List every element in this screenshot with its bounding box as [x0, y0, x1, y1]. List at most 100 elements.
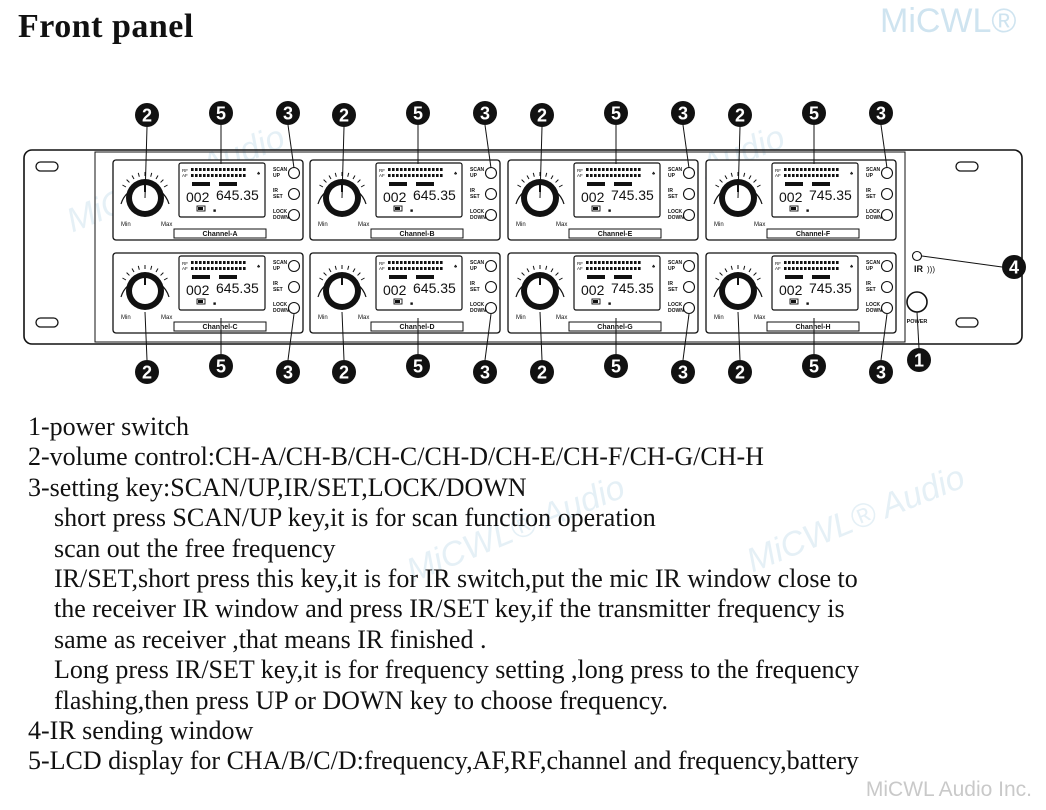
lcd-frequency: 645.35 — [413, 280, 456, 296]
af-meter-segment — [235, 174, 238, 177]
lock-down-button[interactable] — [880, 208, 894, 222]
scan-up-button[interactable] — [682, 259, 696, 273]
rf-meter-segment — [432, 168, 435, 171]
rf-meter-segment — [408, 261, 411, 264]
rf-meter-segment — [598, 261, 601, 264]
af-meter-segment — [618, 267, 621, 270]
rf-meter-segment — [796, 261, 799, 264]
volume-tick — [550, 268, 554, 273]
lcd-af-label: AF — [775, 266, 781, 271]
scan-up-button[interactable] — [484, 166, 498, 180]
af-meter-segment — [630, 267, 633, 270]
ir-set-button[interactable] — [880, 187, 894, 201]
af-meter-segment — [796, 174, 799, 177]
callout-lcd-label: 5 — [611, 104, 621, 124]
af-meter-segment — [219, 267, 222, 270]
battery-level — [593, 207, 598, 210]
lcd-channel-number: 002 — [779, 282, 803, 298]
volume-tick — [526, 268, 530, 273]
desc-line: 1-power switch — [28, 412, 190, 441]
af-meter-segment — [440, 174, 443, 177]
af-meter-segment — [836, 174, 839, 177]
battery-level — [791, 207, 796, 210]
lock-down-button[interactable] — [682, 208, 696, 222]
callout-volume — [728, 103, 752, 127]
rack-chassis: IR)))POWER — [23, 149, 1023, 345]
scan-up-button[interactable] — [287, 259, 301, 273]
ir-set-button[interactable] — [682, 280, 696, 294]
lock-down-button[interactable] — [484, 301, 498, 315]
rf-meter-segment — [594, 168, 597, 171]
volume-tick — [730, 265, 733, 270]
lock-down-button[interactable] — [880, 301, 894, 315]
lock-down-button[interactable] — [287, 208, 301, 222]
ir-set-button[interactable] — [484, 280, 498, 294]
af-meter-segment — [800, 267, 803, 270]
callout-keys-label: 3 — [283, 363, 293, 383]
scan-up-button[interactable] — [880, 166, 894, 180]
scan-up-button[interactable] — [880, 259, 894, 273]
key-label-top: SCAN — [273, 167, 288, 173]
rf-meter-segment — [235, 168, 238, 171]
rf-meter-segment — [432, 261, 435, 264]
volume-tick — [126, 272, 130, 276]
af-meter-segment — [598, 174, 601, 177]
rf-meter-segment — [424, 168, 427, 171]
ir-window — [911, 250, 923, 262]
lock-down-button[interactable] — [484, 208, 498, 222]
lcd-tag — [192, 275, 210, 279]
rf-meter-segment — [626, 261, 629, 264]
af-meter-segment — [408, 174, 411, 177]
key-label-top: LOCK — [866, 302, 881, 308]
rf-meter-segment — [784, 261, 787, 264]
lcd-tag — [587, 275, 605, 279]
ir-set-button[interactable] — [682, 187, 696, 201]
af-meter-segment — [239, 267, 242, 270]
volume-tick — [323, 272, 327, 276]
callout-lcd-label: 5 — [611, 357, 621, 377]
rf-meter-segment — [610, 261, 613, 264]
af-meter-segment — [203, 174, 206, 177]
key-label-bottom: DOWN — [668, 308, 684, 314]
af-meter-segment — [195, 174, 198, 177]
callout-volume-label: 2 — [339, 363, 349, 383]
volume-min-label: Min — [714, 222, 724, 228]
volume-tick — [347, 265, 350, 270]
rf-meter-segment — [590, 261, 593, 264]
battery-icon — [393, 298, 403, 305]
rf-meter-segment — [424, 261, 427, 264]
af-meter-segment — [223, 267, 226, 270]
rf-meter-segment — [211, 261, 214, 264]
battery-level — [198, 207, 203, 210]
rf-meter-segment — [219, 261, 222, 264]
lock-down-button[interactable] — [287, 301, 301, 315]
description-list: 1-power switch 2-volume control:CH-A/CH-… — [28, 412, 859, 777]
af-meter-segment — [804, 267, 807, 270]
scan-up-button[interactable] — [682, 166, 696, 180]
rf-meter-segment — [428, 261, 431, 264]
lock-down-button[interactable] — [682, 301, 696, 315]
af-meter-segment — [396, 174, 399, 177]
power-button[interactable] — [906, 291, 928, 313]
battery-icon — [591, 205, 601, 212]
af-meter-segment — [191, 267, 194, 270]
key-label-top: LOCK — [668, 209, 683, 215]
ir-set-button[interactable] — [287, 280, 301, 294]
channel-label: Channel-F — [796, 231, 831, 238]
ir-set-button[interactable] — [880, 280, 894, 294]
volume-min-label: Min — [714, 315, 724, 321]
ir-set-button[interactable] — [287, 187, 301, 201]
af-meter-segment — [195, 267, 198, 270]
ir-set-button[interactable] — [484, 187, 498, 201]
key-label-bottom: SET — [668, 287, 678, 293]
volume-max-label: Max — [754, 222, 765, 228]
scan-up-button[interactable] — [287, 166, 301, 180]
callout-volume-label: 2 — [537, 106, 547, 126]
scan-up-button[interactable] — [484, 259, 498, 273]
page-title: Front panel — [18, 8, 194, 45]
